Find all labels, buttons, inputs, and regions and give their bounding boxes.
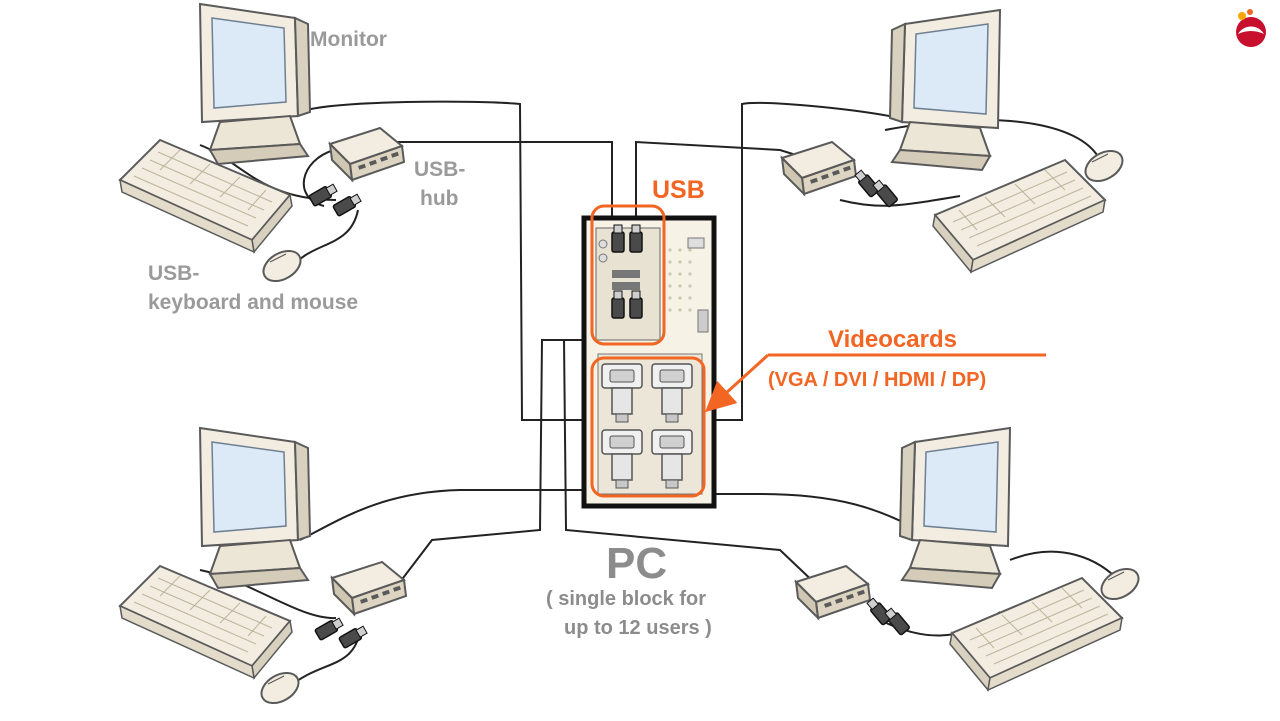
keyboard-mouse-label-line1: USB- bbox=[148, 262, 199, 285]
mouse-icon bbox=[257, 243, 307, 289]
workstation-bottom-right bbox=[795, 427, 1145, 691]
usb-hub-icon bbox=[331, 561, 407, 615]
videocards-sub-label: (VGA / DVI / HDMI / DP) bbox=[768, 369, 986, 391]
monitor-icon bbox=[899, 427, 1011, 589]
monitor-icon bbox=[199, 427, 311, 589]
usb-hub-icon bbox=[781, 141, 857, 195]
videocards-label: Videocards bbox=[828, 326, 957, 353]
pc-tower-icon bbox=[581, 215, 717, 509]
usb-plug-icon bbox=[307, 181, 339, 208]
keyboard-icon bbox=[932, 159, 1106, 273]
workstation-top-right bbox=[781, 9, 1129, 273]
keyboard-icon bbox=[949, 577, 1123, 691]
mouse-icon bbox=[1079, 143, 1129, 189]
usb-hub-icon bbox=[795, 565, 871, 619]
usb-hub-icon bbox=[329, 127, 405, 181]
videocards-highlight bbox=[590, 356, 706, 498]
usb-hub-label-line2: hub bbox=[420, 187, 458, 210]
mouse-icon bbox=[255, 665, 305, 711]
monitor-icon bbox=[199, 3, 311, 165]
pc-sub-label-line2: up to 12 users ) bbox=[564, 617, 712, 639]
pc-sub-label-line1: ( single block for bbox=[546, 588, 706, 610]
usb-label: USB bbox=[652, 176, 705, 204]
pc-label: PC bbox=[606, 539, 667, 588]
logo-icon bbox=[1236, 9, 1266, 47]
usb-plug-icon bbox=[337, 623, 369, 650]
usb-highlight bbox=[590, 204, 666, 346]
arrow-icon bbox=[705, 353, 770, 413]
monitor-icon bbox=[889, 9, 1001, 171]
monitor-label: Monitor bbox=[310, 28, 387, 51]
usb-hub-label-line1: USB- bbox=[414, 158, 465, 181]
workstation-bottom-left bbox=[119, 427, 407, 711]
keyboard-mouse-label-line2: keyboard and mouse bbox=[148, 291, 358, 314]
